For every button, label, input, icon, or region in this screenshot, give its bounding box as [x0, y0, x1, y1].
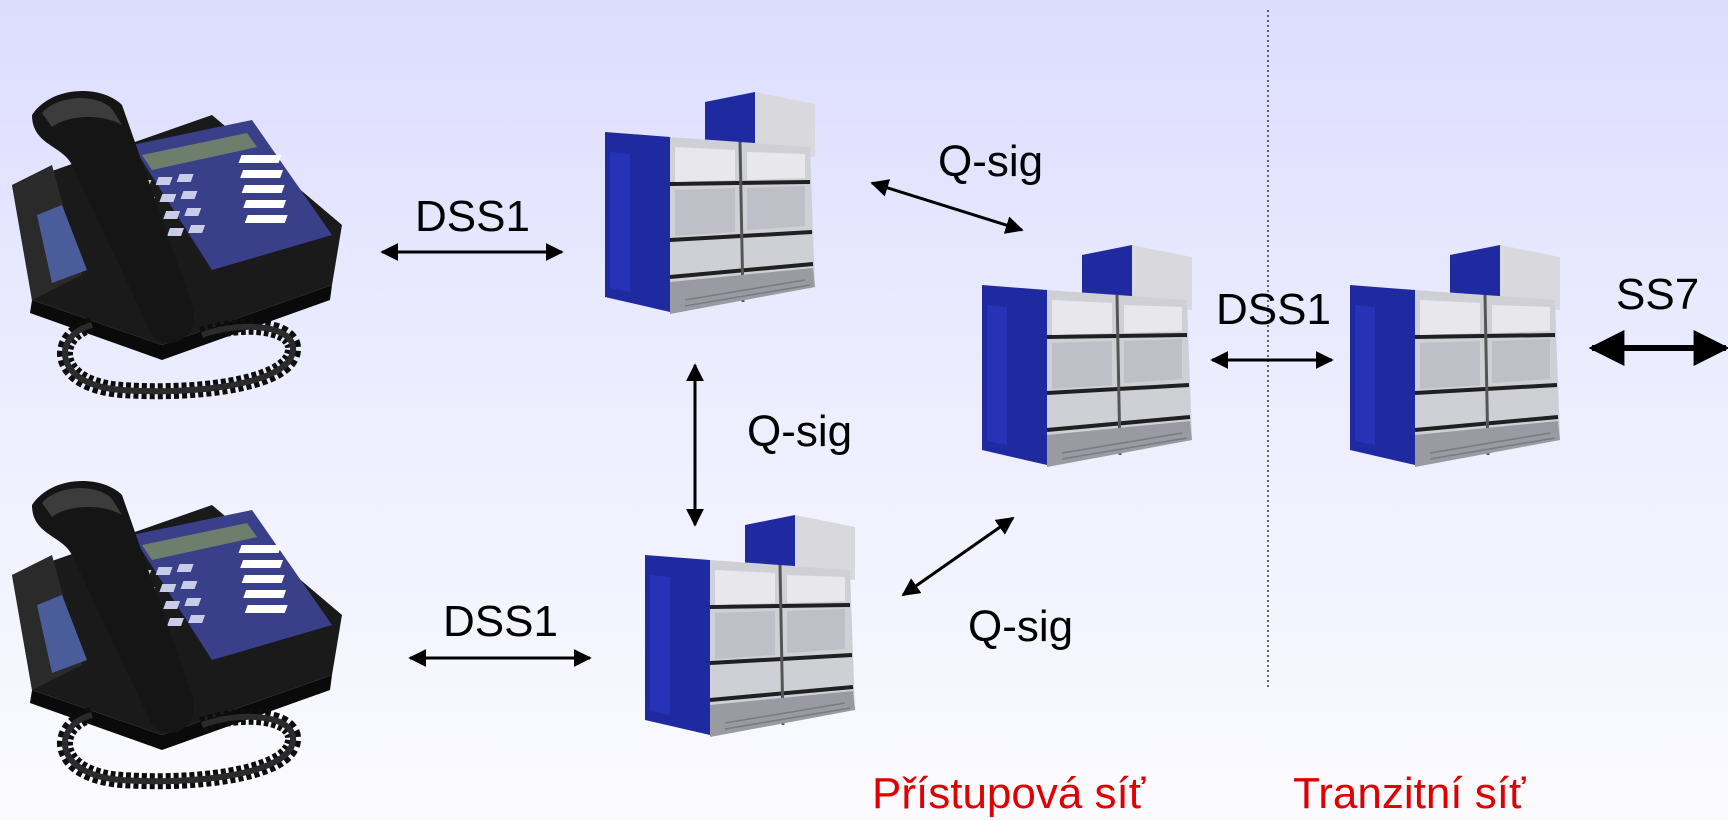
telephone-icon — [12, 91, 342, 391]
qsig-bottom-arrow — [901, 516, 1015, 597]
pbx-switch-icon — [643, 513, 857, 739]
qsig-bottom-label: Q-sig — [968, 602, 1074, 651]
pbx-switch-icon — [980, 243, 1194, 469]
qsig-top-label: Q-sig — [938, 137, 1044, 186]
pbx-switch-icon — [603, 90, 817, 316]
dss1-top-label: DSS1 — [415, 192, 530, 241]
dss1-transit-label: DSS1 — [1216, 285, 1331, 334]
telephone-icon — [12, 481, 342, 781]
dss1-bottom-label: DSS1 — [443, 597, 558, 646]
transit-network-label: Tranzitní síť — [1293, 769, 1526, 818]
qsig-vertical-label: Q-sig — [747, 407, 853, 456]
access-network-label: Přístupová síť — [872, 769, 1146, 818]
ss7-label: SS7 — [1616, 270, 1700, 319]
qsig-top-arrow — [870, 179, 1024, 234]
pbx-switch-icon — [1348, 243, 1562, 469]
